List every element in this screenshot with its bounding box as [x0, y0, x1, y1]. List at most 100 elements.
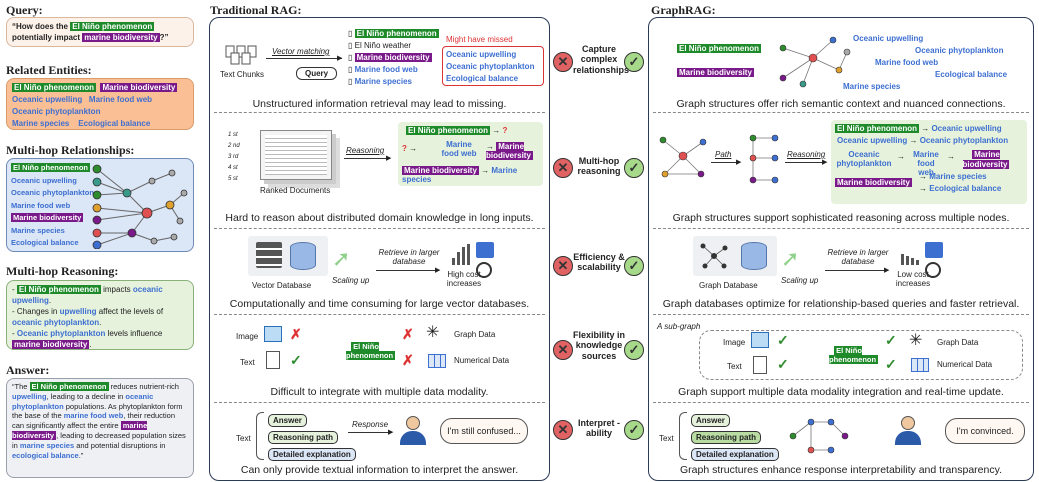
relationships-box: El Niño phenomenon Oceanic upwelling Oce…: [6, 158, 194, 252]
reasoning-text: .: [89, 340, 92, 349]
query-box: “How does the El Niño phenomenon potenti…: [6, 17, 194, 47]
text-label: Text: [727, 362, 742, 371]
text-file-icon: [753, 356, 767, 374]
check-icon: ✓: [624, 340, 644, 360]
relationship-entity: Oceanic phytoplankton: [11, 188, 94, 197]
answer-entity: marine species: [19, 440, 75, 450]
graph-row-flexibility: A sub-graph Image ✓ Text ✓ El Niño pheno…: [653, 318, 1029, 400]
relationships-title: Multi-hop Relationships:: [6, 143, 135, 157]
detailed-explanation-pill: Detailed explanation: [691, 448, 779, 461]
graph-row-capture: El Niño phenomenon Marine biodiversity O…: [653, 22, 1029, 110]
graph-node: Marine biodiversity: [486, 142, 533, 160]
table-icon: [428, 354, 446, 368]
graph-row-interpret: Text Answer Reasoning path Detailed expl…: [653, 406, 1029, 478]
answer-text: populations. As phytoplankton form the b…: [12, 401, 183, 421]
graph-database-icon: [693, 236, 777, 276]
arrow-head-icon: ▶: [435, 267, 441, 274]
graph-entity: Oceanic phytoplankton: [915, 46, 1004, 55]
entities-title: Related Entities:: [6, 63, 92, 77]
detailed-explanation-pill: Detailed explanation: [268, 448, 356, 461]
path-label: Path: [715, 150, 732, 159]
entities-box: El Niño phenomenon Marine biodiversity O…: [6, 78, 194, 130]
relationship-entity: Oceanic upwelling: [11, 175, 77, 185]
answer-text: “The: [12, 382, 30, 391]
retrieve-label: Retrieve in larger database: [378, 248, 440, 266]
path-node: Ecological balance: [929, 184, 1002, 193]
answer-pill: Answer: [268, 414, 307, 427]
answer-title: Answer:: [6, 363, 50, 377]
path-node: Marine food web: [913, 150, 939, 177]
trad-row-efficiency: Vector Database ➚ Scaling up Retrieve in…: [214, 232, 545, 312]
trad-row-flexibility: Image ✗ Text ✓ El Niño phenomenon ✗ ✳ Gr…: [214, 318, 545, 400]
entity-chip: Oceanic phytoplankton: [12, 107, 101, 116]
image-icon: [751, 332, 769, 348]
graph-caption-5: Graph structures enhance response interp…: [680, 464, 1002, 476]
cross-icon: ✗: [402, 352, 414, 368]
database-icon: [248, 236, 328, 276]
trad-caption-5: Can only provide textual information to …: [240, 464, 519, 476]
reasoning-text: levels influence: [105, 329, 163, 338]
subgraph-label: A sub-graph: [657, 322, 701, 331]
text-file-icon: [266, 351, 280, 369]
rank-label: 4 st: [228, 165, 238, 171]
relationship-entity: Marine biodiversity: [11, 213, 84, 222]
missed-item: Oceanic phytoplankton: [446, 62, 535, 71]
check-icon: ✓: [290, 352, 302, 368]
reasoning-entity: marine biodiversity: [12, 340, 90, 349]
graph-caption-1: Graph structures offer rich semantic con…: [676, 98, 1006, 110]
row-divider: [214, 112, 545, 113]
graph-data-label: Graph Data: [454, 330, 496, 339]
row-divider: [653, 228, 1029, 229]
cross-icon: ✕: [553, 52, 573, 72]
scaling-arrow-icon: ➚: [781, 246, 800, 271]
person-icon: [895, 416, 921, 446]
person-icon: [400, 416, 426, 446]
middle-label: Flexibility in knowledge sources: [573, 330, 626, 361]
check-icon: ✓: [777, 356, 789, 372]
scaling-arrow-icon: ➚: [332, 246, 351, 271]
entity-chip: Marine species: [12, 119, 70, 128]
numerical-data-label: Numerical Data: [454, 356, 510, 365]
document-stack-icon: [225, 45, 257, 65]
chip-icon: [925, 242, 943, 258]
high-cost-label: High cost increases: [446, 270, 482, 288]
graph-data-label: Graph Data: [937, 338, 979, 347]
answer-text: and potential disruptions in: [74, 440, 166, 450]
cross-icon: ✗: [402, 326, 414, 342]
center-entity: El Niño phenomenon: [829, 346, 879, 364]
graph-row-efficiency: Graph Database ➚ Scaling up Retrieve in …: [653, 232, 1029, 312]
arrow-line: [825, 270, 887, 271]
entity-chip: Oceanic upwelling: [12, 95, 83, 104]
graph-entity: Marine species: [843, 82, 901, 91]
rank-label: 2 nd: [228, 143, 240, 149]
ranked-docs-label: Ranked Documents: [260, 186, 331, 195]
reasoning-text: - Changes in: [12, 307, 60, 316]
entity-chip: Ecological balance: [78, 119, 151, 128]
scaling-up-label: Scaling up: [781, 276, 819, 285]
image-label: Image: [723, 338, 746, 347]
entity-chip: El Niño phenomenon: [12, 83, 96, 92]
reasoning-path-pill: Reasoning path: [268, 431, 339, 444]
cross-icon: ✕: [553, 256, 573, 276]
bar-chart-icon: [901, 254, 919, 265]
middle-label: Efficiency & scalability: [573, 252, 625, 273]
row-divider: [214, 402, 545, 403]
arrow-head-icon: ▶: [337, 55, 343, 62]
graph-entity: Marine biodiversity: [677, 68, 754, 77]
image-label: Image: [236, 332, 259, 341]
rank-label: 3 rd: [228, 154, 239, 160]
query-text: “How does the: [12, 22, 71, 31]
text-label: Text: [236, 434, 251, 443]
reasoning-text: -: [12, 329, 17, 338]
path-node: Oceanic upwelling: [837, 136, 908, 145]
trad-caption-3: Computationally and time consuming for l…: [229, 298, 530, 310]
graph-node: Marine biodiversity: [402, 166, 479, 175]
middle-label: Multi-hop reasoning: [577, 156, 621, 177]
arrow-line: [785, 162, 825, 163]
numerical-data-label: Numerical Data: [937, 360, 993, 369]
reasoning-text: .: [99, 318, 102, 327]
reasoning-graph-box: El Niño phenomenon → ? ? → Marine food w…: [398, 122, 543, 186]
graph-data-icon: ✳: [426, 324, 440, 341]
cross-icon: ✕: [553, 420, 573, 440]
trad-row-capture: Text Chunks Vector matching ▶ Query ▯ El…: [214, 22, 545, 110]
